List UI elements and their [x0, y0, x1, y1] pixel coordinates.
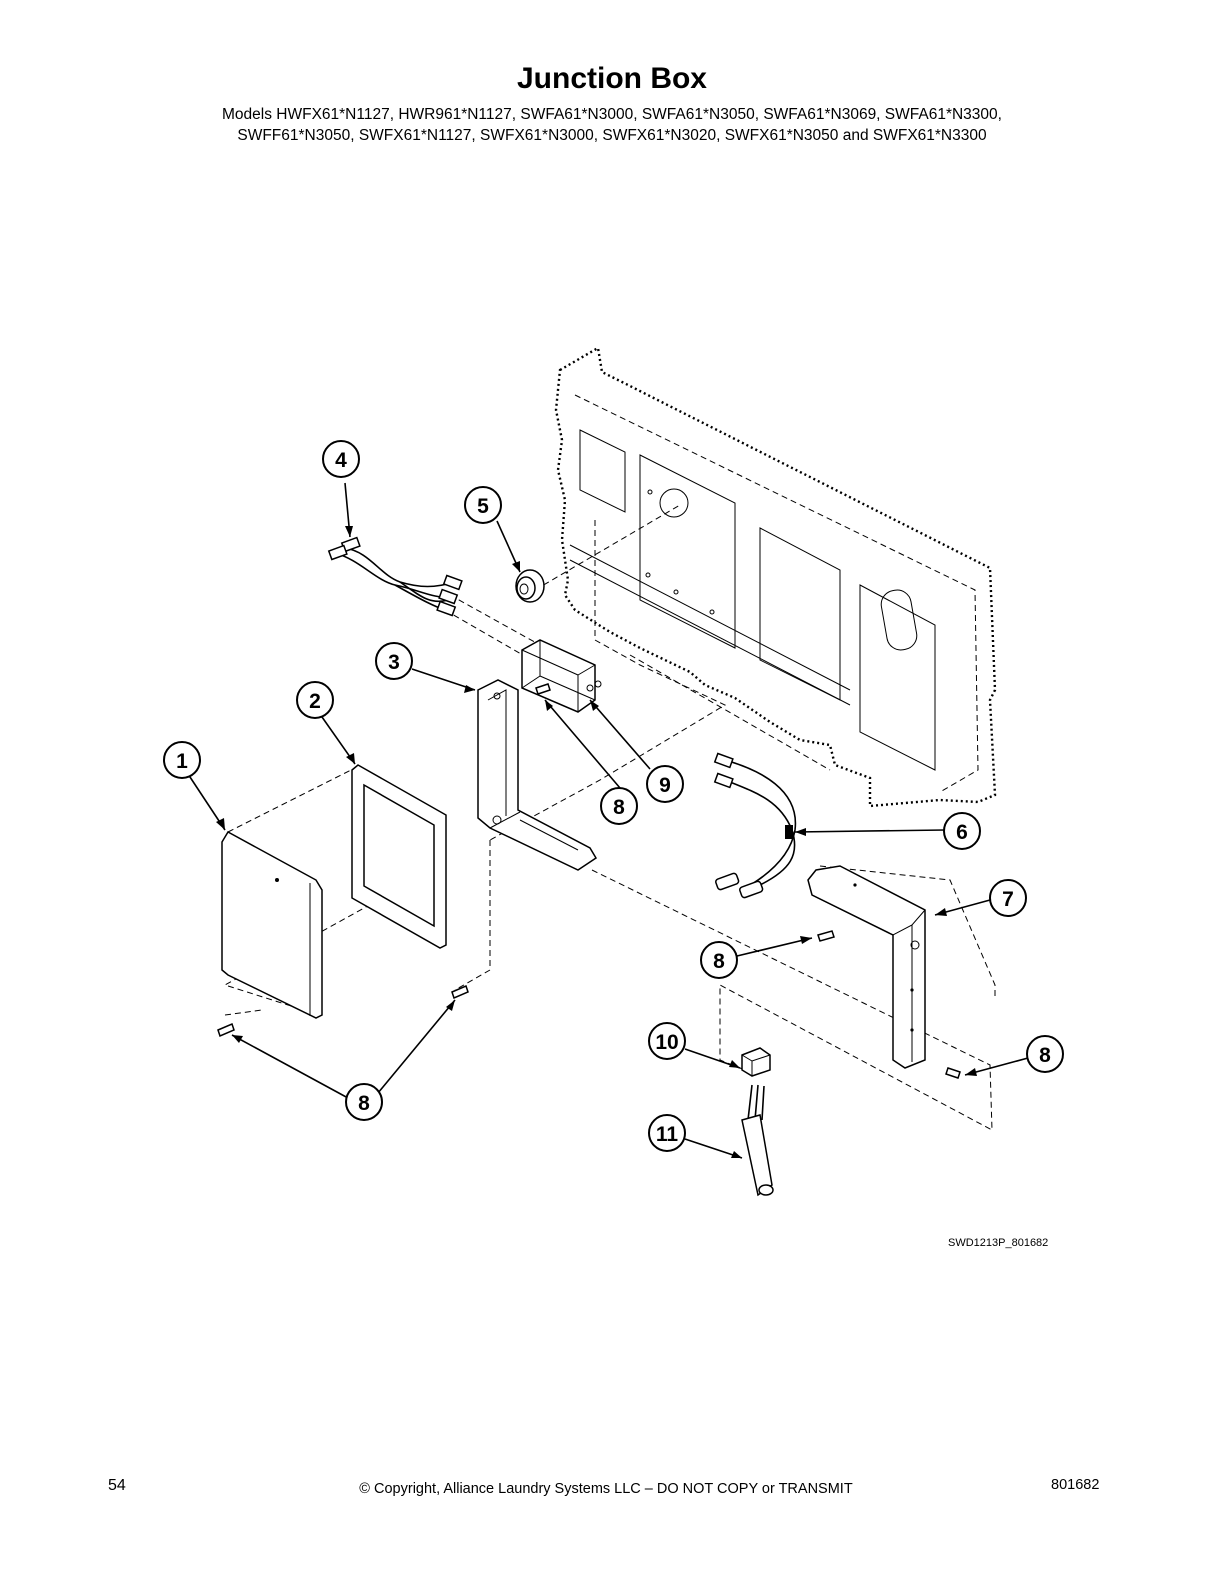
callout-8-a: 8 — [600, 787, 638, 825]
part-7-bracket — [807, 865, 926, 1069]
part-4-wire-harness — [327, 536, 463, 617]
callout-10-label: 10 — [655, 1031, 678, 1054]
callout-9-label: 9 — [659, 774, 671, 797]
leader-lines — [187, 482, 1029, 1159]
callout-8-b-label: 8 — [713, 950, 725, 973]
callout-3-label: 3 — [388, 651, 400, 674]
models-line-1: Models HWFX61*N1127, HWR961*N1127, SWFA6… — [222, 106, 1002, 123]
callout-11: 11 — [648, 1114, 686, 1152]
part-6-wire-harness — [713, 752, 797, 899]
part-5-bushing — [515, 569, 545, 603]
callout-7: 7 — [989, 879, 1027, 917]
part-2-gasket — [351, 764, 447, 949]
callout-3: 3 — [375, 642, 413, 680]
part-3-bracket — [477, 679, 598, 871]
screws — [217, 683, 961, 1079]
callout-8-d: 8 — [345, 1083, 383, 1121]
part-10-connector — [741, 1047, 771, 1077]
page-title: Junction Box — [516, 62, 707, 95]
callout-8-a-label: 8 — [613, 796, 625, 819]
callout-8-c: 8 — [1026, 1035, 1064, 1073]
document-number: 801682 — [1051, 1477, 1100, 1493]
part-11-cable — [741, 1084, 774, 1197]
machine-rear-panel — [554, 346, 997, 808]
callout-1: 1 — [163, 741, 201, 779]
part-1-cover-plate — [221, 830, 323, 1019]
callout-10: 10 — [648, 1022, 686, 1060]
callout-8-b: 8 — [700, 941, 738, 979]
callout-4: 4 — [322, 440, 360, 478]
figure-id: SWD1213P_801682 — [948, 1237, 1049, 1249]
callout-7-label: 7 — [1002, 888, 1014, 911]
callout-9: 9 — [646, 765, 684, 803]
callout-5-label: 5 — [477, 495, 489, 518]
callout-4-label: 4 — [335, 449, 347, 472]
callout-1-label: 1 — [176, 750, 188, 773]
page-number: 54 — [108, 1477, 126, 1494]
callout-2: 2 — [296, 681, 334, 719]
callout-5: 5 — [464, 486, 502, 524]
callout-2-label: 2 — [309, 690, 321, 713]
models-line-2: SWFF61*N3050, SWFX61*N1127, SWFX61*N3000… — [237, 127, 987, 144]
callout-8-d-label: 8 — [358, 1092, 370, 1115]
callout-11-label: 11 — [656, 1123, 679, 1146]
part-9-filter — [521, 639, 602, 713]
callout-6: 6 — [943, 812, 981, 850]
callout-8-c-label: 8 — [1039, 1044, 1051, 1067]
copyright-notice: © Copyright, Alliance Laundry Systems LL… — [359, 1481, 853, 1497]
callout-6-label: 6 — [956, 821, 968, 844]
